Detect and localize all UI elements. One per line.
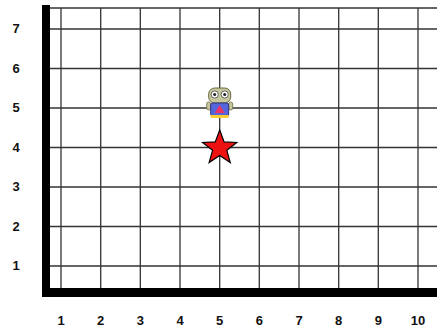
robot-character xyxy=(207,88,233,118)
axis-number: 9 xyxy=(375,314,382,328)
axis-number: 5 xyxy=(12,101,19,115)
axis-number: 7 xyxy=(295,314,302,328)
axis-number: 3 xyxy=(137,314,144,328)
axis-number: 1 xyxy=(57,314,64,328)
star-marker xyxy=(203,130,237,163)
y-axis xyxy=(42,5,50,297)
axis-number: 6 xyxy=(256,314,263,328)
axis-number: 2 xyxy=(97,314,104,328)
axis-number: 7 xyxy=(12,22,19,36)
axis-number: 2 xyxy=(12,220,19,234)
axis-number: 1 xyxy=(12,259,19,273)
axis-number: 8 xyxy=(335,314,342,328)
axis-number: 10 xyxy=(411,314,425,328)
axis-number: 4 xyxy=(12,141,19,155)
axis-number: 4 xyxy=(176,314,183,328)
axis-number: 5 xyxy=(216,314,223,328)
x-axis xyxy=(42,288,437,297)
axis-number: 3 xyxy=(12,180,19,194)
grid-lines xyxy=(46,8,437,290)
axis-number: 6 xyxy=(12,62,19,76)
